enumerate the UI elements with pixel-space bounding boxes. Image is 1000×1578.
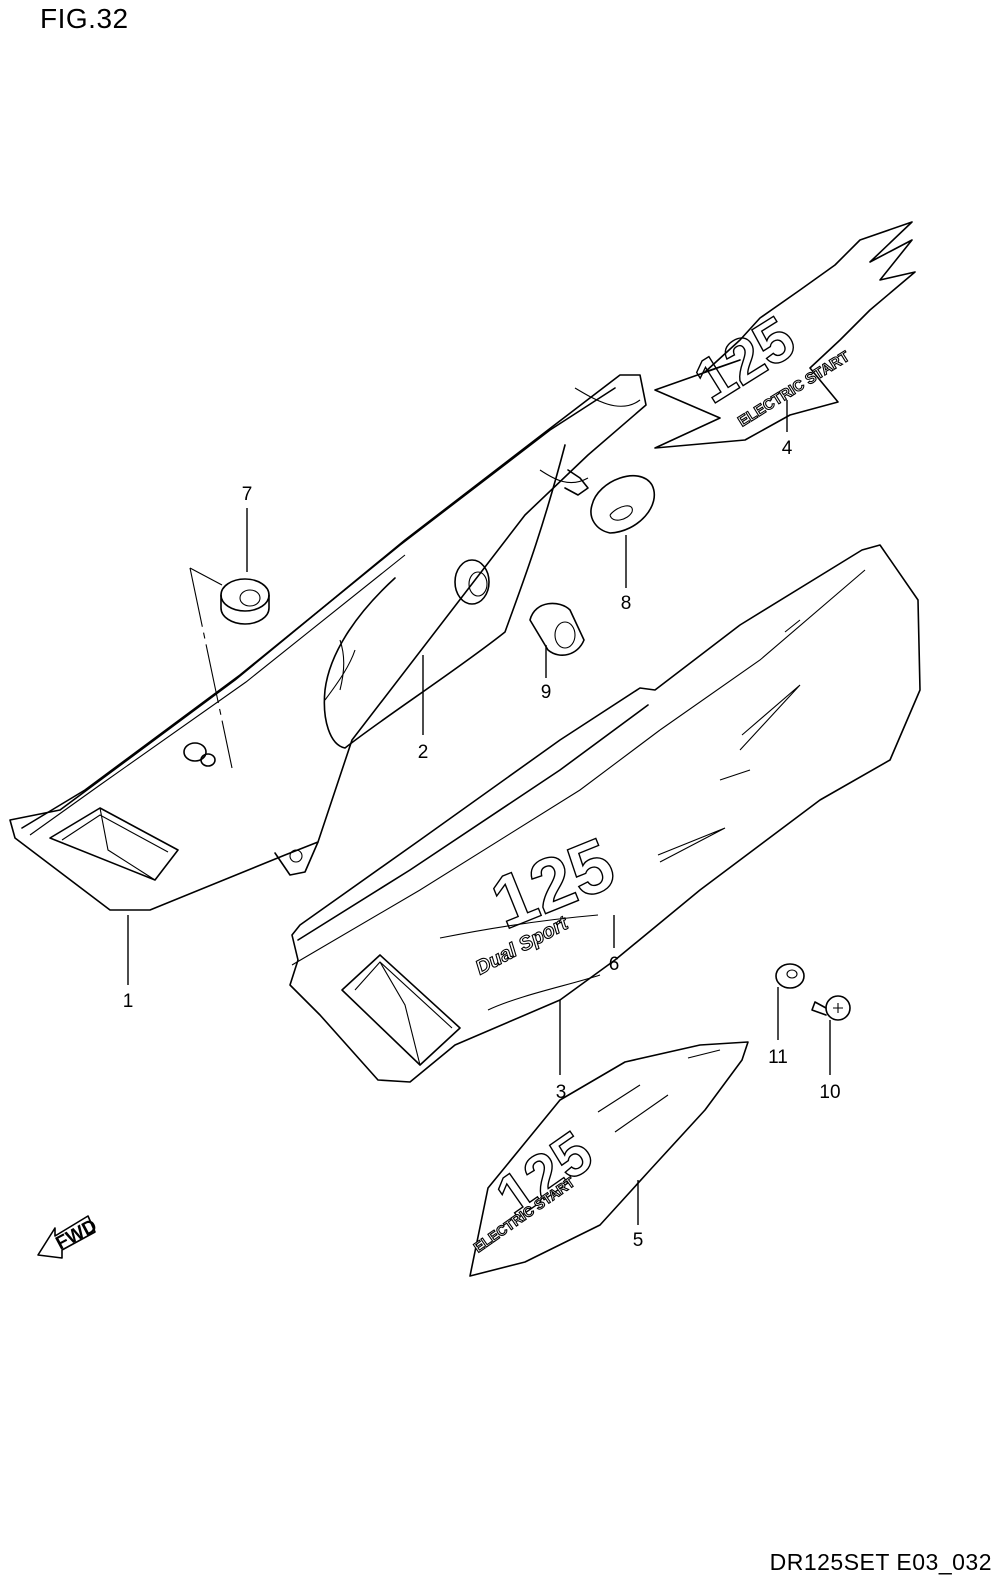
diagram-code: DR125SET E03_032 <box>769 1549 992 1575</box>
dual-sport-emblem[interactable]: 125 Dual Sport <box>439 684 801 1011</box>
collar-9[interactable] <box>529 602 585 656</box>
callout-4: 4 <box>782 438 793 459</box>
lower-electric-start-decal[interactable]: 125 ELECTRIC START <box>469 1041 749 1277</box>
callout-10: 10 <box>819 1082 840 1103</box>
upper-electric-start-decal[interactable]: 125 ELECTRIC START <box>654 221 916 449</box>
right-frame-cover[interactable] <box>289 544 921 1083</box>
callout-3: 3 <box>556 1082 567 1103</box>
callout-numbers: 1 2 3 4 5 6 7 8 9 10 11 <box>123 438 841 1251</box>
figure-title: FIG.32 <box>40 3 129 34</box>
inner-panel[interactable] <box>323 444 566 749</box>
screw-10[interactable] <box>811 995 851 1021</box>
callout-2: 2 <box>418 742 429 763</box>
callout-9: 9 <box>541 682 552 703</box>
callout-7: 7 <box>242 484 253 505</box>
callout-8: 8 <box>621 593 632 614</box>
grommet-8[interactable] <box>590 474 655 534</box>
lower-decal-model-number: 125 <box>484 1118 604 1230</box>
fwd-label: FWD <box>52 1216 100 1255</box>
grommet-7[interactable] <box>220 578 270 625</box>
callout-11: 11 <box>768 1047 788 1068</box>
callout-6: 6 <box>609 954 620 975</box>
callout-1: 1 <box>123 991 134 1012</box>
left-frame-cover[interactable] <box>9 374 647 911</box>
callout-5: 5 <box>633 1230 644 1251</box>
washer-11[interactable] <box>775 963 805 989</box>
forward-arrow-icon: FWD <box>37 1215 101 1259</box>
leader-lines <box>127 400 831 1225</box>
